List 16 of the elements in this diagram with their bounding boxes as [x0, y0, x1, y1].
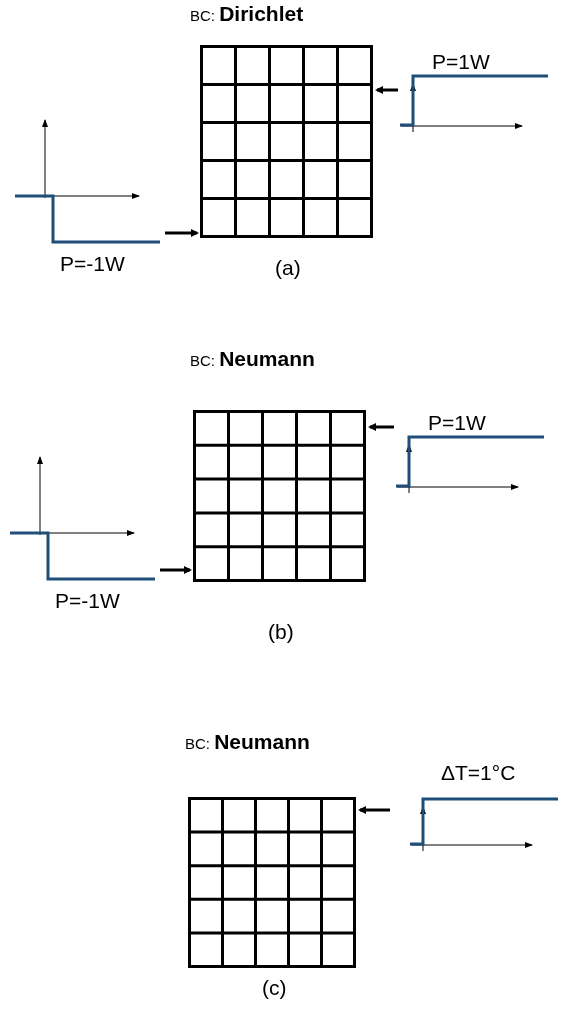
value-label: P=1W [432, 50, 490, 74]
arrow [375, 86, 398, 94]
value-label: P=-1W [55, 589, 120, 613]
boundary-condition-heading: BC: Neumann [185, 730, 310, 754]
panel-label: (c) [262, 976, 287, 1000]
boundary-condition-heading: BC: Neumann [190, 347, 315, 371]
value-label: ΔT=1°C [441, 761, 516, 785]
value-label: P=-1W [60, 252, 125, 276]
panel-label: (b) [268, 620, 294, 644]
value-label: P=1W [428, 411, 486, 435]
arrow [358, 806, 390, 814]
arrow [368, 423, 394, 431]
arrow [165, 229, 199, 237]
boundary-condition-heading: BC: Dirichlet [190, 2, 304, 26]
arrow [160, 566, 192, 574]
panel-label: (a) [275, 256, 301, 280]
